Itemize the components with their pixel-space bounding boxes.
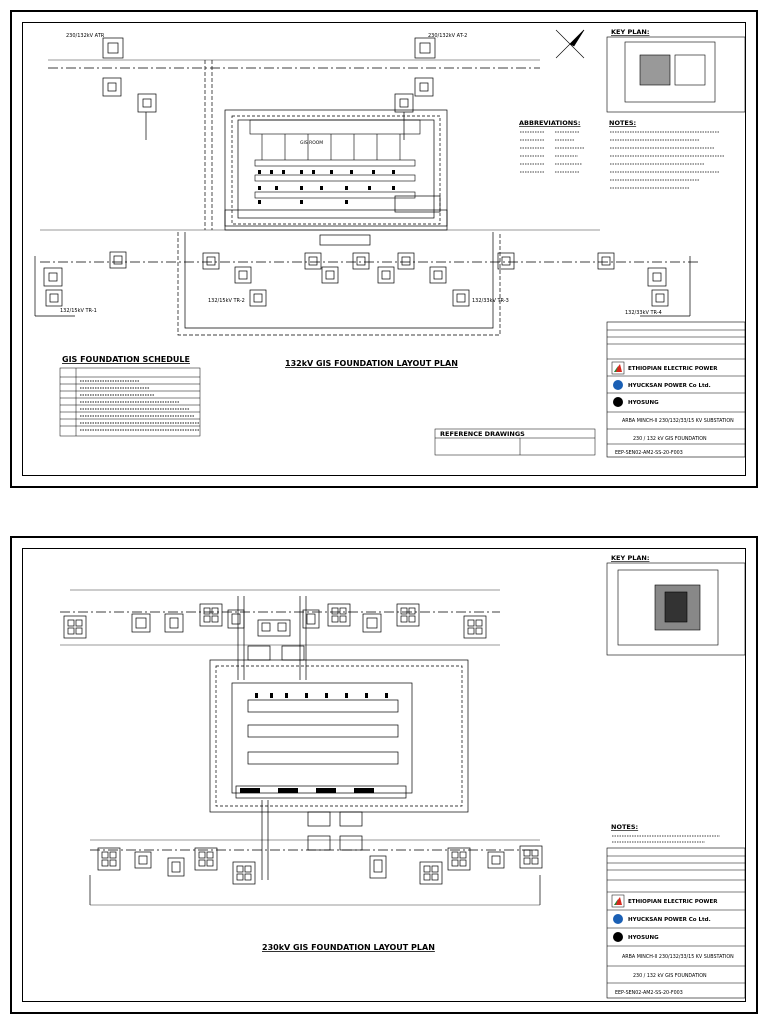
- drawing-number-1: EEP-SEN02-AM2-SS-20-F003: [615, 450, 683, 456]
- north-arrow-icon: [555, 29, 585, 59]
- label-key-plan-1: KEY PLAN:: [611, 28, 649, 36]
- drawing-sheet-230kv: [10, 536, 758, 1014]
- label-notes-1: NOTES:: [609, 119, 636, 127]
- label-atr-left: 230/132kV ATR: [66, 33, 105, 39]
- title-132kv-layout: 132kV GIS FOUNDATION LAYOUT PLAN: [285, 359, 458, 368]
- label-abbreviations: ABBREVIATIONS:: [519, 119, 580, 127]
- drawing-title-1: 230 / 132 kV GIS FOUNDATION: [633, 436, 707, 442]
- key-plan-1: [606, 36, 746, 113]
- hyucksan-logo-icon-1: [613, 380, 623, 390]
- gis-bay-foundations: [43, 234, 669, 307]
- title-block-1: [606, 321, 746, 458]
- label-reference-drawings: REFERENCE DRAWINGS: [440, 430, 525, 438]
- gis-building-132kv: [224, 109, 448, 231]
- label-tr-2: 132/15kV TR-2: [208, 298, 245, 304]
- owner-name-1: ETHIOPIAN ELECTRIC POWER: [628, 366, 718, 372]
- atr-foundation-left: [102, 37, 124, 97]
- sheet-border: [22, 548, 746, 1002]
- project-name-1: ARBA MINCH-II 230/132/33/15 KV SUBSTATIO…: [622, 418, 734, 424]
- foundation-schedule-table: [59, 367, 201, 437]
- reference-drawings-table: [434, 428, 596, 456]
- atr-foundation-right: [414, 37, 436, 97]
- plan-132kv: 230/132kV ATR 230/132kV AT-2 132/15kV TR…: [34, 28, 746, 458]
- sheet-border: [22, 22, 746, 476]
- contractor-name-1: HYUCKSAN POWER Co Ltd.: [628, 383, 711, 389]
- drawing-sheet-132kv: [10, 10, 758, 488]
- hyosung-logo-icon-1: [613, 397, 623, 407]
- hyosung-name-1: HYOSUNG: [628, 400, 659, 406]
- eep-logo-icon-1: [611, 361, 625, 375]
- label-tr-1: 132/15kV TR-1: [60, 308, 97, 314]
- title-foundation-schedule: GIS FOUNDATION SCHEDULE: [62, 355, 190, 364]
- label-tr-4: 132/33kV TR-4: [625, 310, 662, 316]
- label-atr-right: 230/132kV AT-2: [428, 33, 467, 39]
- label-gis-room: GIS ROOM: [300, 140, 323, 146]
- label-tr-3: 132/33kV TR-3: [472, 298, 509, 304]
